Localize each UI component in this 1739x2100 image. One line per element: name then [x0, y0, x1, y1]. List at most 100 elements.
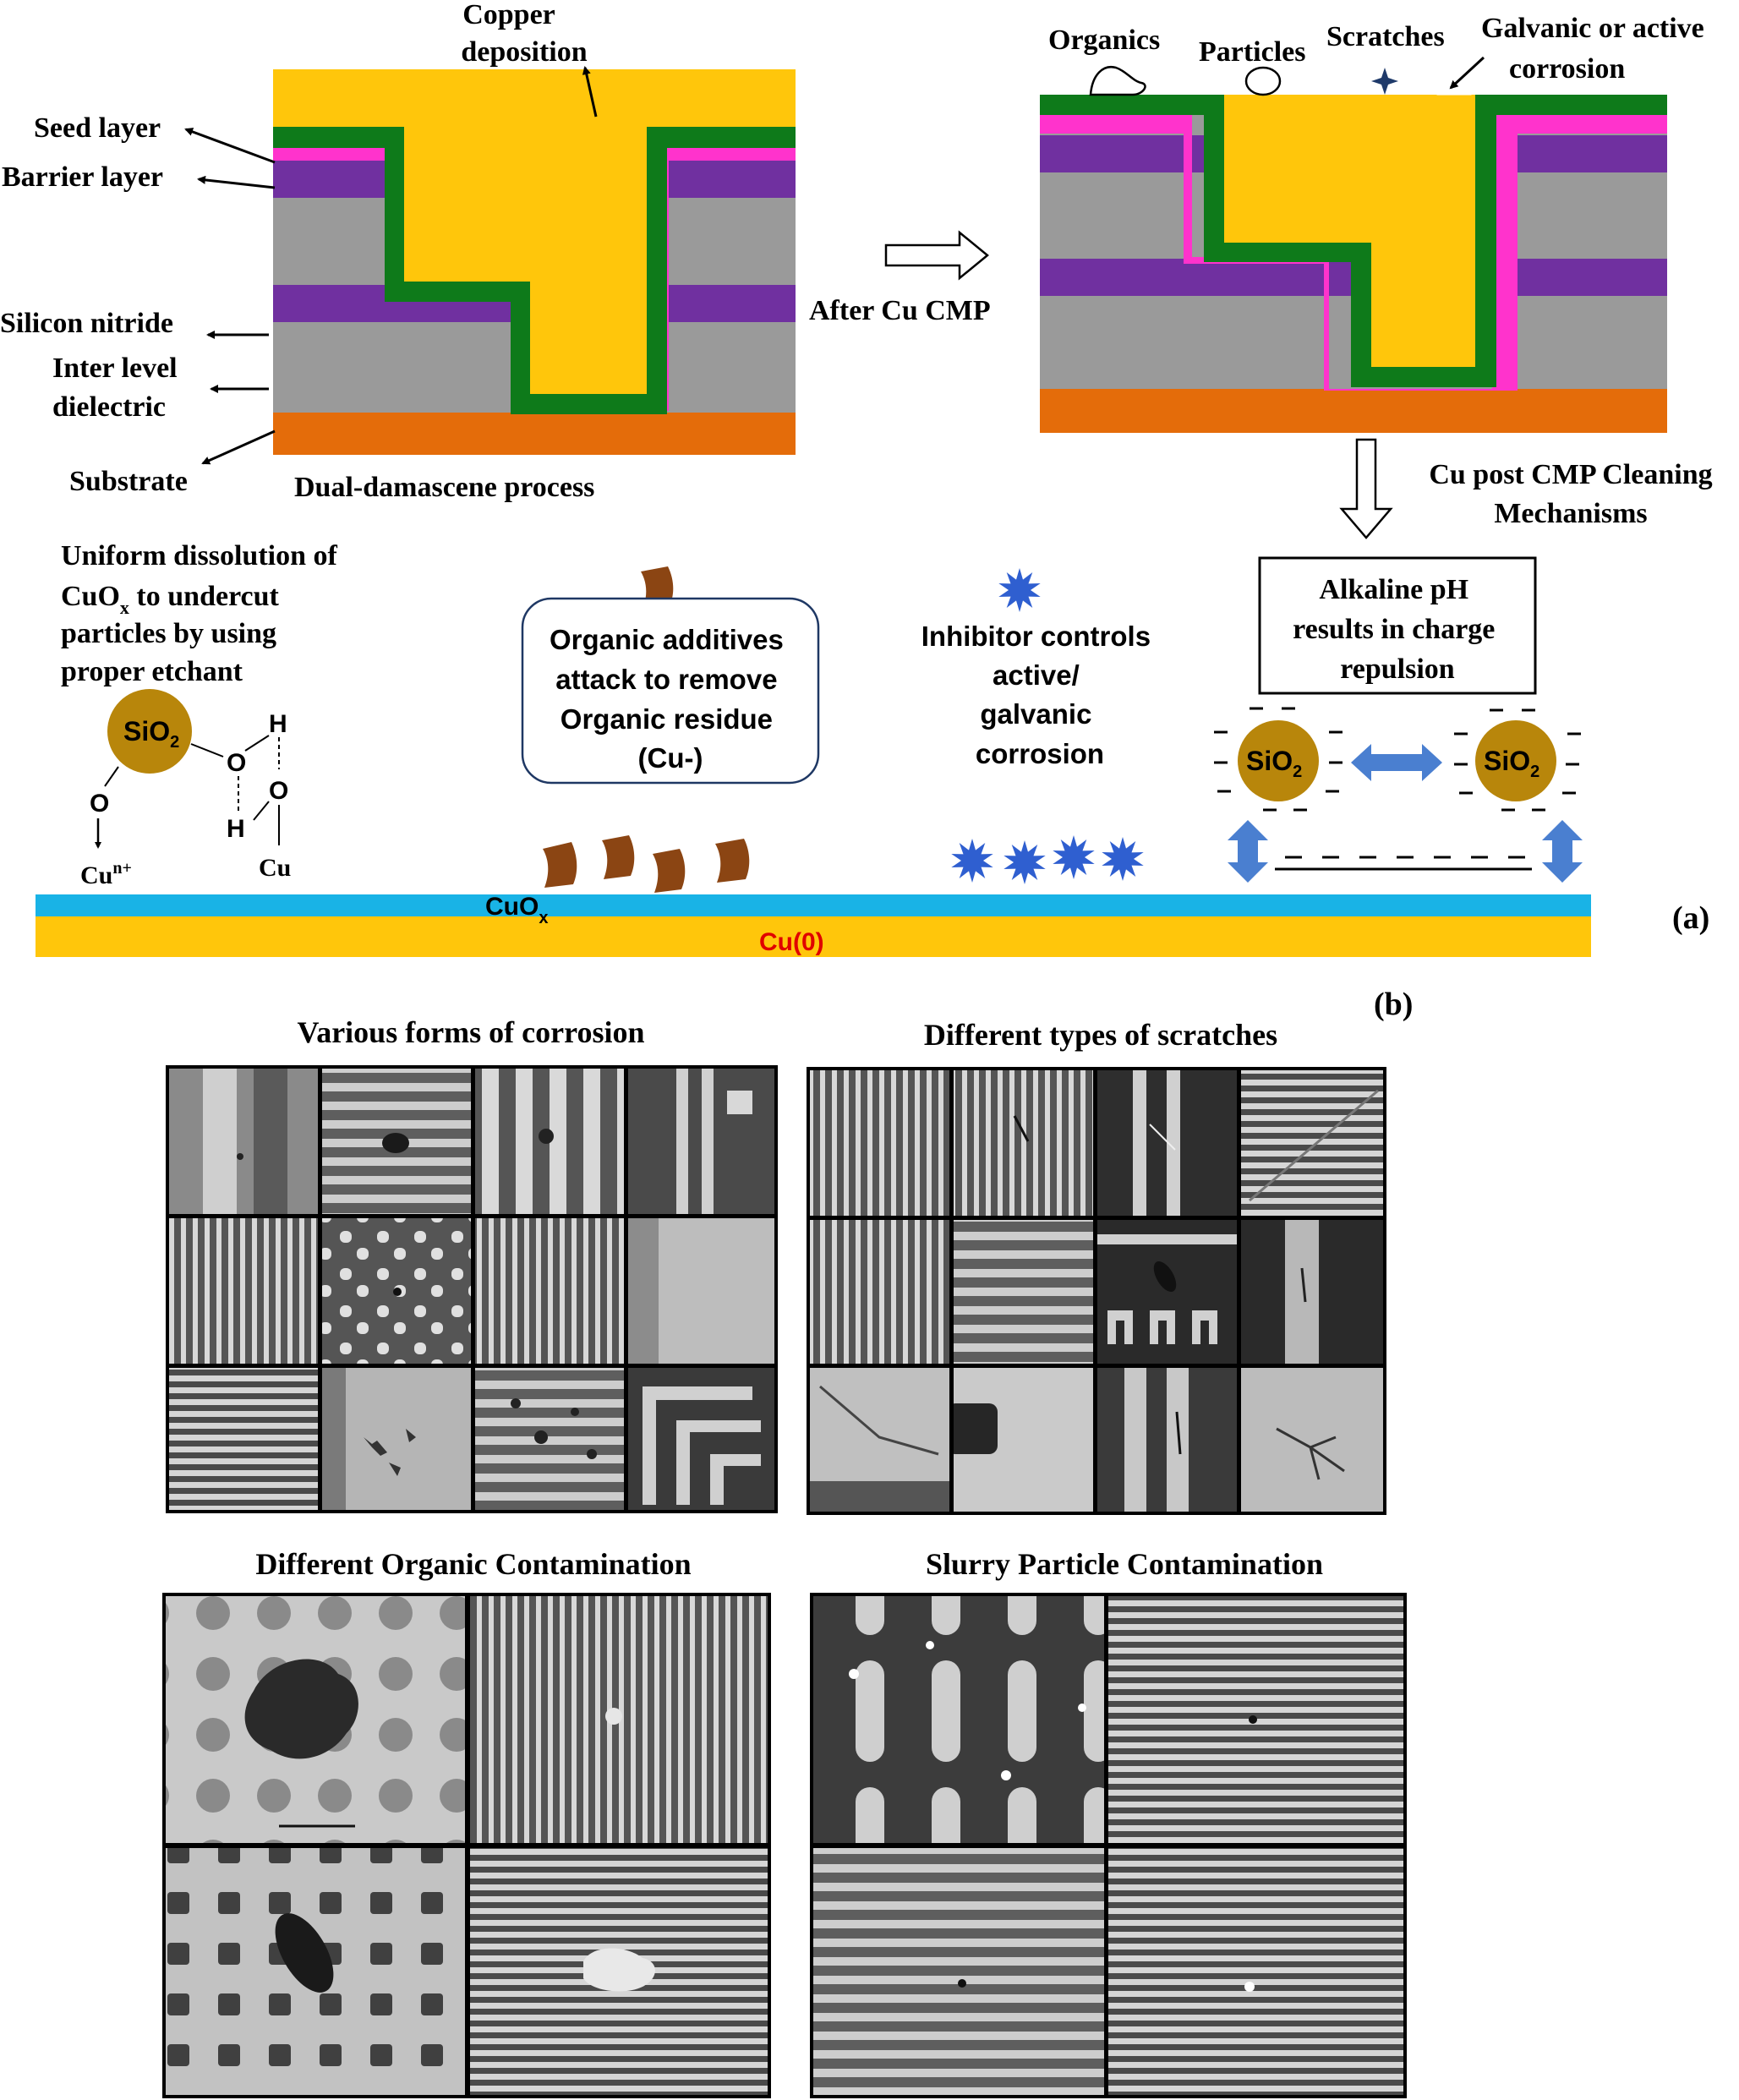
sem-image: [322, 1368, 471, 1510]
hollow-arrow-icon: [884, 230, 989, 281]
sem-image: [810, 1070, 949, 1216]
sem-image: [1108, 1596, 1403, 1843]
sem-image: [628, 1069, 774, 1214]
seed-layer-label: Seed layer: [34, 112, 161, 144]
sem-image: [628, 1218, 774, 1364]
substrate-layer: [273, 413, 796, 455]
sem-image: [1097, 1368, 1237, 1512]
dual-damascene-caption: Dual-damascene process: [294, 472, 594, 503]
sio2-label-right-a: SiO2: [1246, 746, 1302, 781]
panel-b-label: (b): [1374, 987, 1413, 1022]
sem-image: [1097, 1070, 1237, 1216]
inhibitor-star-icon: [1053, 835, 1095, 879]
cu0-label: Cu(0): [759, 928, 824, 956]
negative-charges: [1214, 707, 1581, 871]
organic-residue-icon: [602, 835, 635, 879]
inhibitor-stars: [951, 568, 1144, 884]
organic-additives-text: Organic additives attack to remove Organ…: [550, 624, 791, 774]
silicon-nitride-label: Silicon nitride: [0, 308, 173, 339]
alkaline-text: Alkaline pH results in charge repulsion: [1293, 574, 1502, 685]
organic-residue-icon: [715, 839, 750, 883]
inhibitor-star-icon: [998, 568, 1041, 612]
etchant-text: Uniform dissolution of CuOx to undercut …: [61, 540, 344, 687]
dual-damascene-cross-section: [273, 69, 796, 455]
inhibitor-star-icon: [1003, 840, 1046, 884]
substrate-label: Substrate: [69, 466, 188, 497]
corrosion-grid-title: Various forms of corrosion: [298, 1015, 645, 1049]
sem-image: [810, 1220, 949, 1364]
bond-line: [244, 735, 270, 752]
sem-image: [475, 1218, 624, 1364]
seed-layer-after: [1040, 95, 1667, 387]
sem-image: [1108, 1848, 1403, 2095]
oxygen-atom: O: [90, 790, 109, 818]
corrosion-sem-grid: [166, 1065, 778, 1513]
sio2-particle-icon: [107, 689, 192, 774]
organic-defect-icon: [1089, 66, 1146, 96]
scratches-label: Scratches: [1326, 21, 1445, 52]
seed-layer-arrow: [184, 128, 276, 164]
corrosion-arrow: [1449, 56, 1485, 90]
hydrogen-atom: H: [227, 815, 245, 843]
sem-image: [169, 1368, 318, 1510]
organics-label: Organics: [1048, 25, 1160, 56]
bond-line: [190, 743, 224, 757]
sem-image: [810, 1368, 949, 1512]
sem-image: [169, 1069, 318, 1214]
organic-residue-icon: [543, 842, 577, 888]
after-cmp-cross-section: [1040, 66, 1667, 433]
bond-line: [253, 801, 270, 821]
sio2-particle-icon: [1238, 720, 1319, 801]
organic-grid-title: Different Organic Contamination: [255, 1547, 691, 1581]
sem-image: [813, 1848, 1104, 2095]
sem-image: [954, 1220, 1093, 1364]
inhibitor-star-icon: [951, 839, 993, 883]
sem-image: [954, 1070, 1093, 1216]
sem-image: [813, 1596, 1104, 1843]
oxygen-atom: O: [269, 777, 288, 805]
sem-image: [322, 1069, 471, 1214]
inhibitor-star-icon: [1102, 837, 1144, 881]
double-arrow-icon: [1351, 744, 1442, 781]
sem-image: [1241, 1220, 1383, 1364]
barrier-layer-arrow: [197, 175, 276, 189]
copper-fill-after: [1224, 95, 1475, 367]
slurry-grid-title: Slurry Particle Contamination: [926, 1547, 1323, 1581]
cuox-layer: [36, 894, 1591, 916]
cu-ion-label: Cun+: [80, 859, 132, 889]
sio2-label-left: SiO2: [123, 716, 179, 752]
cu-label: Cu: [259, 854, 291, 882]
sem-image: [169, 1218, 318, 1364]
sem-image: [954, 1368, 1093, 1512]
scratches-sem-grid: [807, 1067, 1386, 1515]
scratch-star-icon: [1371, 68, 1398, 95]
particles-label: Particles: [1199, 36, 1306, 68]
sem-image: [1241, 1368, 1383, 1512]
after-cmp-label: After Cu CMP: [809, 295, 991, 326]
organic-sem-grid: [162, 1593, 771, 2098]
double-arrow-icon: [1542, 820, 1583, 883]
substrate-layer-after: [1040, 389, 1667, 433]
sem-image: [1241, 1070, 1383, 1216]
organic-residue-cluster: [543, 835, 750, 893]
sem-image: [166, 1848, 465, 2095]
hydrogen-atom: H: [269, 710, 287, 738]
substrate-arrow: [201, 429, 276, 465]
bond-line: [104, 766, 119, 787]
barrier-layer-label: Barrier layer: [2, 161, 163, 193]
particle-defect-icon: [1244, 66, 1282, 96]
oxygen-atom: O: [227, 749, 246, 777]
seed-layer: [273, 127, 796, 414]
inhibitor-text: Inhibitor controls active/ galvanic corr…: [921, 621, 1159, 769]
sem-image: [470, 1848, 768, 2095]
sem-image: [1097, 1220, 1237, 1364]
double-arrow-icon: [1228, 820, 1268, 883]
cu0-layer: [36, 916, 1591, 957]
hollow-arrow-icon: [1339, 438, 1393, 539]
barrier-layer-after: [1040, 115, 1667, 391]
sem-image: [475, 1069, 624, 1214]
copper-fill: [404, 127, 647, 394]
